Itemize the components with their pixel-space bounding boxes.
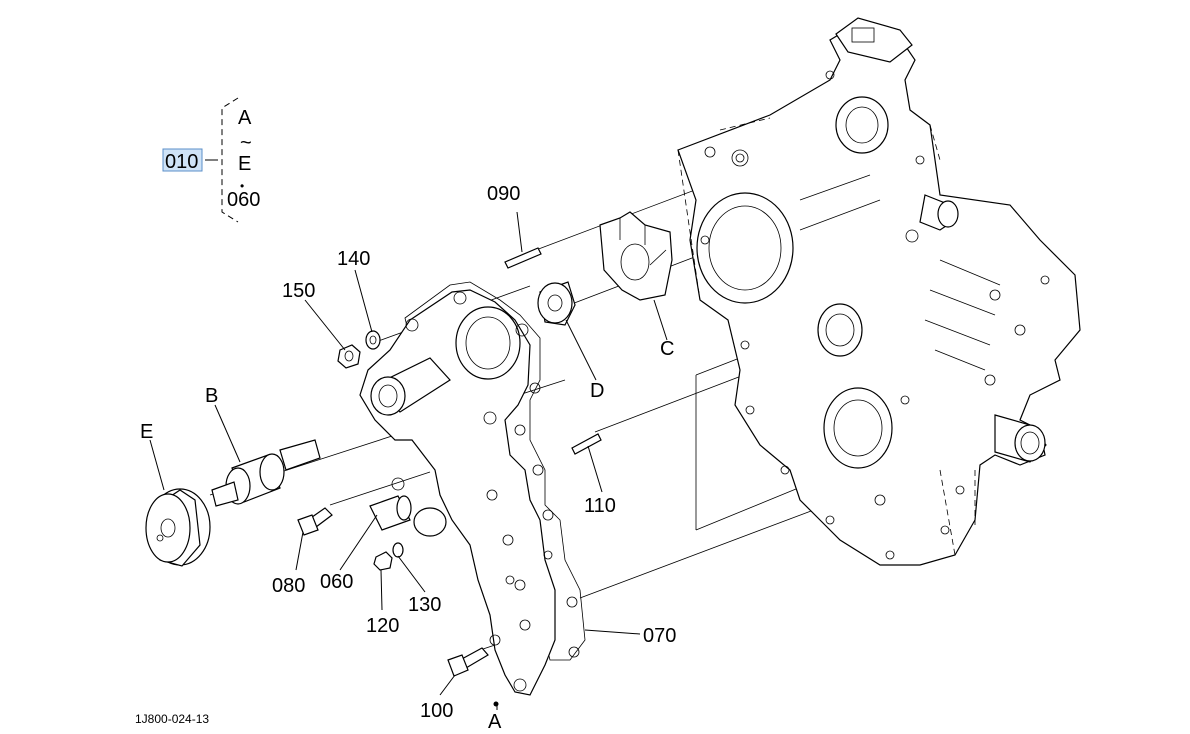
letter-D: D	[590, 380, 604, 402]
nut-150	[337, 344, 361, 369]
nut-120	[373, 551, 393, 571]
label-010-highlight	[162, 148, 203, 172]
leaders	[149, 211, 668, 710]
group-bracket: 010 A ~ E • 060	[162, 97, 260, 223]
callout-120[interactable]: 120	[366, 615, 399, 637]
label-010[interactable]: 010	[165, 151, 198, 173]
washer-130	[392, 542, 404, 558]
letter-C: C	[660, 338, 674, 360]
callout-labels: 090 140 150 110 080 060 120 130 070 100 …	[140, 183, 676, 733]
range-end: E	[238, 153, 251, 175]
callout-130[interactable]: 130	[408, 594, 441, 616]
bracket-line	[221, 97, 239, 223]
callout-060[interactable]: 060	[320, 571, 353, 593]
callout-150[interactable]: 150	[282, 280, 315, 302]
impeller-C	[599, 211, 673, 301]
stud-110	[571, 433, 602, 455]
callout-090[interactable]: 090	[487, 183, 520, 205]
letter-E: E	[140, 421, 153, 443]
callout-110[interactable]: 110	[584, 495, 616, 517]
range-dot: •	[240, 179, 244, 193]
stud-090	[504, 247, 542, 269]
letter-B: B	[205, 385, 218, 407]
callout-100[interactable]: 100	[420, 700, 453, 722]
callout-070[interactable]: 070	[643, 625, 676, 647]
washer-140	[365, 330, 381, 350]
gear-case	[677, 17, 1081, 566]
callout-140[interactable]: 140	[337, 248, 370, 270]
range-start: A	[238, 107, 252, 129]
water-pump-body	[359, 281, 586, 696]
range-sep: ~	[240, 132, 252, 154]
reference-code: 1J800-024-13	[135, 712, 209, 726]
letter-A: A	[488, 711, 502, 733]
range-extra: 060	[227, 189, 260, 211]
shaft-B	[279, 439, 321, 471]
callout-080[interactable]: 080	[272, 575, 305, 597]
small-parts	[145, 211, 673, 707]
